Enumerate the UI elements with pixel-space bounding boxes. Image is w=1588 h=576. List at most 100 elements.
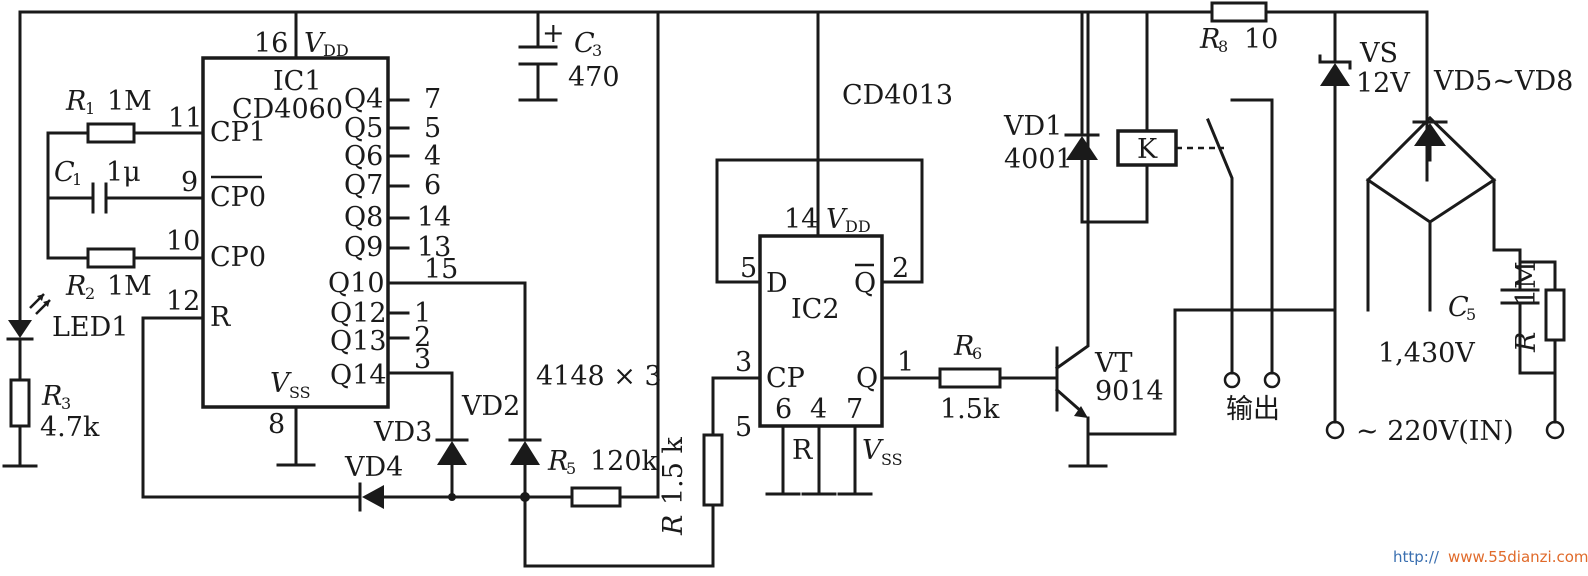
r3-value: 4.7k bbox=[40, 412, 100, 443]
r8-resistor: R 8 10 bbox=[1199, 1, 1278, 56]
ic2-cd4013: CD4013 14 V DD 5 D 2 Q IC2 3 CP Q 1 6 4 … bbox=[715, 10, 953, 496]
ic2-pin-4: 4 bbox=[810, 394, 827, 425]
c5-ref: C bbox=[1448, 292, 1469, 323]
c3-sub: 3 bbox=[592, 41, 602, 60]
output-terminal-2[interactable] bbox=[1263, 371, 1281, 389]
ic1-q6: Q6 bbox=[344, 141, 383, 172]
vd1-ref: VD1 bbox=[1003, 111, 1062, 142]
ic1-pin-11: 11 bbox=[168, 103, 202, 134]
vs-value: 12V bbox=[1356, 68, 1410, 99]
r8-ref: R bbox=[1199, 24, 1220, 55]
c1-sub: 1 bbox=[72, 170, 82, 189]
input-label: ~ 220V(IN) bbox=[1356, 416, 1514, 447]
r6-ref: R bbox=[953, 331, 974, 362]
ic1-pin-6: 6 bbox=[424, 170, 441, 201]
r4-resistor: R 1.5 k 5 bbox=[658, 376, 762, 536]
ic1-vdd-label: V bbox=[304, 28, 326, 59]
ic2-r-label: R bbox=[792, 435, 813, 466]
output-label: 输出 bbox=[1226, 394, 1280, 425]
ic1-q8: Q8 bbox=[344, 202, 383, 233]
ic2-pin-1: 1 bbox=[897, 347, 914, 378]
rail-to-r5 bbox=[618, 10, 660, 499]
ic2-vdd-label: V bbox=[826, 204, 848, 235]
ic1-pin-cp1-label: CP1 bbox=[210, 117, 266, 148]
r8-value: 10 bbox=[1244, 24, 1278, 55]
vd3-label: VD3 bbox=[373, 417, 432, 448]
ic2-q-label: Q bbox=[856, 363, 878, 394]
r6-value: 1.5k bbox=[940, 394, 1000, 425]
bridge-rectifier: VD5~VD8 bbox=[1365, 66, 1573, 312]
r3-ref: R bbox=[41, 381, 62, 412]
ic1-q4: Q4 bbox=[344, 84, 383, 115]
r4-ref: R bbox=[658, 515, 689, 536]
r3-sub: 3 bbox=[61, 394, 71, 413]
ic2-pin-2: 2 bbox=[892, 253, 909, 284]
c3-ref: C bbox=[574, 28, 595, 59]
watermark-site: www.55dianzi.com bbox=[1448, 548, 1588, 566]
ic2-part: CD4013 bbox=[842, 80, 953, 111]
ic2-vss-label: V bbox=[862, 435, 884, 466]
diodes-note: 4148 × 3 bbox=[536, 361, 662, 392]
ic2-vdd-pin: 14 bbox=[784, 204, 818, 235]
output-terminal-1[interactable] bbox=[1223, 371, 1241, 389]
ic1-vss-label: V bbox=[270, 368, 292, 399]
ic1-pin-9: 9 bbox=[181, 167, 198, 198]
ic2-pin-6: 6 bbox=[775, 394, 792, 425]
c3-plus: + bbox=[542, 18, 565, 49]
ic1-q10: Q10 bbox=[328, 268, 385, 299]
driver-transistor: R 6 1.5k VT 9014 bbox=[880, 10, 1337, 468]
watermark-prefix: http:// bbox=[1393, 548, 1440, 566]
vd1-value: 4001 bbox=[1004, 144, 1073, 175]
r2-sub: 2 bbox=[85, 284, 95, 303]
ic2-cp-label: CP bbox=[766, 363, 805, 394]
ic1-pin-3: 3 bbox=[414, 344, 431, 375]
ic1-q14: Q14 bbox=[330, 360, 387, 391]
input-terminal-1[interactable] bbox=[1325, 420, 1345, 440]
r7-ref: R bbox=[1511, 332, 1542, 353]
ic2-pin-7: 7 bbox=[846, 394, 863, 425]
ic2-pin-5: 5 bbox=[740, 253, 757, 284]
ic1-part: CD4060 bbox=[232, 94, 343, 125]
r1-ref: R bbox=[65, 86, 86, 117]
c1-value: 1μ bbox=[106, 157, 141, 188]
r5-sub: 5 bbox=[566, 459, 576, 478]
relay-section: VD1 4001 K 输出 bbox=[1003, 10, 1281, 425]
input-terminal-2[interactable] bbox=[1545, 420, 1565, 440]
c3-value: 470 bbox=[568, 62, 620, 93]
ic1-pin-10: 10 bbox=[166, 226, 200, 257]
ic2-qbar-label: Q bbox=[854, 268, 876, 299]
r5-value: 120k bbox=[590, 446, 659, 477]
vs-ref: VS bbox=[1359, 38, 1398, 69]
ic1-pin-7: 7 bbox=[424, 84, 441, 115]
c1-ref: C bbox=[54, 157, 75, 188]
ic1-q9: Q9 bbox=[344, 232, 383, 263]
ic1-pin-5: 5 bbox=[424, 113, 441, 144]
vt-ref: VT bbox=[1094, 348, 1133, 379]
r1-value: 1M bbox=[107, 86, 152, 117]
ic1-pin-1: 1 bbox=[414, 298, 431, 329]
ic1-q12: Q12 bbox=[330, 298, 387, 329]
r1-sub: 1 bbox=[85, 99, 95, 118]
ic2-vss-sub: SS bbox=[881, 450, 903, 469]
led1-indicator: LED1 R 3 4.7k bbox=[2, 293, 128, 468]
bridge-label: VD5~VD8 bbox=[1433, 66, 1573, 97]
ic1-vdd-sub: DD bbox=[323, 41, 349, 60]
vt-value: 9014 bbox=[1095, 376, 1164, 407]
timer-diode-network: VD2 VD3 VD4 R 5 120k 4148 × 3 bbox=[141, 281, 715, 568]
ic1-pin-r-label: R bbox=[210, 302, 231, 333]
oscillator-network: R 1 1M C 1 1μ R 2 1M bbox=[46, 86, 152, 303]
ic1-pin-cp0bar-label: CP0 bbox=[210, 182, 266, 213]
c5-value: 1,430V bbox=[1378, 338, 1475, 369]
r6-sub: 6 bbox=[972, 344, 982, 363]
ic2-name: IC2 bbox=[791, 294, 840, 325]
ic2-d-label: D bbox=[766, 268, 788, 299]
vd4-label: VD4 bbox=[344, 452, 403, 483]
ic1-q13: Q13 bbox=[330, 326, 387, 357]
ic1-name: IC1 bbox=[273, 66, 322, 97]
input-network: C 5 1,430V R 1M ~ 220V(IN) bbox=[1325, 248, 1566, 447]
ic1-pin-14: 14 bbox=[417, 202, 451, 233]
site-watermark: http:// www.55dianzi.com bbox=[1393, 548, 1588, 566]
r4-pin-5: 5 bbox=[735, 412, 752, 443]
c5-sub: 5 bbox=[1466, 305, 1476, 324]
r4-value: 1.5 k bbox=[658, 436, 689, 505]
